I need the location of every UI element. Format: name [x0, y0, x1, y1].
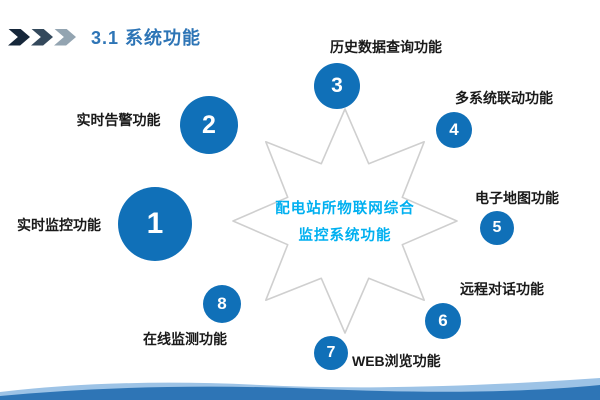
- chevron-arrows-icon: [8, 28, 77, 46]
- function-label-remote-dialogue: 远程对话功能: [460, 281, 544, 297]
- center-title: 配电站所物联网综合 监控系统功能: [240, 196, 450, 250]
- function-label-web-browse: WEB浏览功能: [352, 353, 441, 369]
- function-label-history-query: 历史数据查询功能: [330, 39, 442, 55]
- center-title-line1: 配电站所物联网综合: [275, 201, 415, 217]
- starburst-shape: [232, 108, 458, 334]
- chevron-icon: [54, 28, 76, 46]
- page-title: 3.1 系统功能: [91, 28, 202, 48]
- function-label-online-monitoring: 在线监测功能: [143, 331, 227, 347]
- slide-header: 3.1 系统功能: [8, 24, 201, 50]
- bottom-wave-decoration: [0, 378, 600, 400]
- function-circle-3: 3: [314, 63, 360, 109]
- function-circle-2: 2: [180, 96, 238, 154]
- function-label-multisystem-linkage: 多系统联动功能: [455, 90, 553, 106]
- chevron-icon: [31, 28, 53, 46]
- function-label-electronic-map: 电子地图功能: [475, 190, 559, 206]
- function-circle-7: 7: [314, 336, 348, 370]
- function-circle-5: 5: [480, 211, 514, 245]
- center-title-line2: 监控系统功能: [298, 228, 392, 244]
- chevron-icon: [8, 28, 30, 46]
- function-label-realtime-monitoring: 实时监控功能: [17, 217, 101, 233]
- function-circle-8: 8: [203, 285, 241, 323]
- function-label-realtime-alarm: 实时告警功能: [76, 112, 161, 128]
- function-circle-1: 1: [118, 187, 192, 261]
- function-circle-6: 6: [425, 303, 461, 339]
- function-circle-4: 4: [436, 112, 472, 148]
